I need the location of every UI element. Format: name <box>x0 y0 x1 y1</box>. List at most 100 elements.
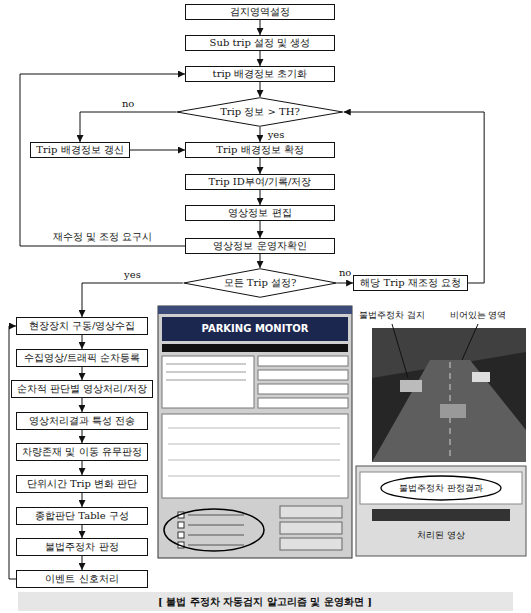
log-panel <box>162 414 348 498</box>
flow-arrow <box>82 493 83 507</box>
diamond-shape <box>177 98 343 127</box>
callout-label: 불법주정차 검지 <box>359 310 425 321</box>
checkbox <box>178 532 184 538</box>
list-row <box>166 372 246 373</box>
process-box: 이벤트 신호처리 <box>16 570 148 588</box>
flow-arrow <box>260 51 261 66</box>
node-text: 현장장치 구동/영상수집 <box>29 320 136 332</box>
process-box: Trip 배경정보 갱신 <box>30 142 130 158</box>
node-text: 영상정보 운영자확인 <box>213 240 306 252</box>
flow-arrow <box>260 158 261 174</box>
edge-label: yes <box>266 129 287 141</box>
process-box: 불법주정차 판정 <box>16 538 148 556</box>
callout-label: 비어있는 영역 <box>450 310 507 321</box>
node-text: 차량존재 및 이동 유무판정 <box>22 446 142 458</box>
window-button <box>280 538 342 550</box>
log-row <box>168 476 340 477</box>
window-button <box>280 506 342 518</box>
camera-road <box>372 360 526 462</box>
flow-arrow <box>82 525 83 538</box>
software-window <box>158 306 352 558</box>
flow-arrow <box>20 74 185 246</box>
log-row <box>168 444 340 445</box>
camera-image <box>372 328 526 462</box>
node-text: 불법주정차 판정 <box>45 541 118 553</box>
window-title: PARKING MONITOR <box>202 323 309 335</box>
edge-label: 재수정 및 조정 요구시 <box>51 231 155 243</box>
diamond-shape <box>184 269 337 298</box>
leader-line <box>462 324 478 360</box>
log-row <box>168 460 340 461</box>
process-box: 검지영역설정 <box>185 4 335 20</box>
flow-arrow <box>82 461 83 475</box>
car <box>440 404 466 418</box>
flow-arrow <box>260 221 261 238</box>
process-box: 단위시간 Trip 변화 판단 <box>16 475 148 493</box>
figure-caption: [ 불법 주정차 자동검지 알고리즘 및 운영화면 ] <box>158 596 372 608</box>
flow-arrow <box>9 326 16 579</box>
node-text: Sub trip 설정 및 생성 <box>210 37 311 49</box>
process-box: 해당 Trip 재조정 요청 <box>353 275 468 291</box>
result-field <box>360 472 522 504</box>
flow-arrow <box>80 112 176 142</box>
list-panel <box>162 356 254 408</box>
flow-arrow <box>260 254 261 268</box>
checkbox-line <box>188 545 244 546</box>
process-box: 영상정보 운영자확인 <box>185 238 335 254</box>
node-text: 모든 Trip 설정? <box>224 277 297 289</box>
edge-label: yes <box>122 269 143 281</box>
node-text: trip 배경정보 초기화 <box>213 68 308 80</box>
checkbox-line <box>188 525 244 526</box>
process-box: 수집영상/트래픽 순차등록 <box>16 349 148 367</box>
node-text: 단위시간 Trip 변화 판단 <box>27 478 138 490</box>
flow-arrow <box>82 556 83 570</box>
highlight-oval <box>381 476 501 500</box>
flow-arrow <box>260 190 261 205</box>
node-text: 종합판단 Table 구성 <box>35 510 129 522</box>
flow-arrow <box>82 283 183 317</box>
process-box: Sub trip 설정 및 생성 <box>185 35 335 51</box>
car <box>472 372 490 382</box>
process-box: 종합판단 Table 구성 <box>16 507 148 525</box>
process-box: 현장장치 구동/영상수집 <box>16 317 148 335</box>
callout-label: 처리된 영상 <box>417 530 465 541</box>
flow-arrow <box>260 20 261 35</box>
car <box>400 380 422 392</box>
node-text: 수집영상/트래픽 순차등록 <box>24 352 141 364</box>
result-panel <box>356 466 526 556</box>
node-text: 검지영역설정 <box>230 6 290 18</box>
decision-diamond: 모든 Trip 설정? <box>183 268 337 298</box>
flow-arrow <box>344 112 484 283</box>
node-text: Trip 정보 > TH? <box>220 106 300 118</box>
process-box: 영상처리결과 특성 전송 <box>16 412 148 430</box>
flow-arrow <box>82 430 83 443</box>
edge-label: no <box>337 267 353 279</box>
process-box: trip 배경정보 초기화 <box>185 66 335 82</box>
input-field <box>258 398 348 408</box>
window-banner <box>162 317 348 341</box>
highlight-oval <box>164 509 264 551</box>
edge-label: no <box>120 98 136 110</box>
node-text: 순차적 판단별 영상처리/저장 <box>17 383 147 395</box>
leader-line <box>392 324 408 378</box>
decision-diamond: Trip 정보 > TH? <box>176 97 343 127</box>
flow-arrow <box>82 335 83 349</box>
processed-image <box>372 509 510 521</box>
input-field <box>258 384 348 394</box>
flow-arrow <box>260 82 261 97</box>
node-text: Trip 배경정보 확정 <box>216 144 303 156</box>
process-box: Trip 배경정보 확정 <box>185 142 335 158</box>
caption-band <box>18 592 513 611</box>
node-text: 영상정보 편집 <box>228 207 291 219</box>
flow-arrow <box>81 398 82 412</box>
log-row <box>168 428 340 429</box>
flow-arrow <box>82 367 83 380</box>
node-text: 이벤트 신호처리 <box>45 573 118 585</box>
input-field <box>258 356 348 366</box>
checkbox-line <box>188 515 244 516</box>
input-field <box>258 370 348 380</box>
flow-arrow <box>130 150 185 151</box>
flow-arrow <box>259 127 260 142</box>
node-text: 해당 Trip 재조정 요청 <box>360 277 461 289</box>
